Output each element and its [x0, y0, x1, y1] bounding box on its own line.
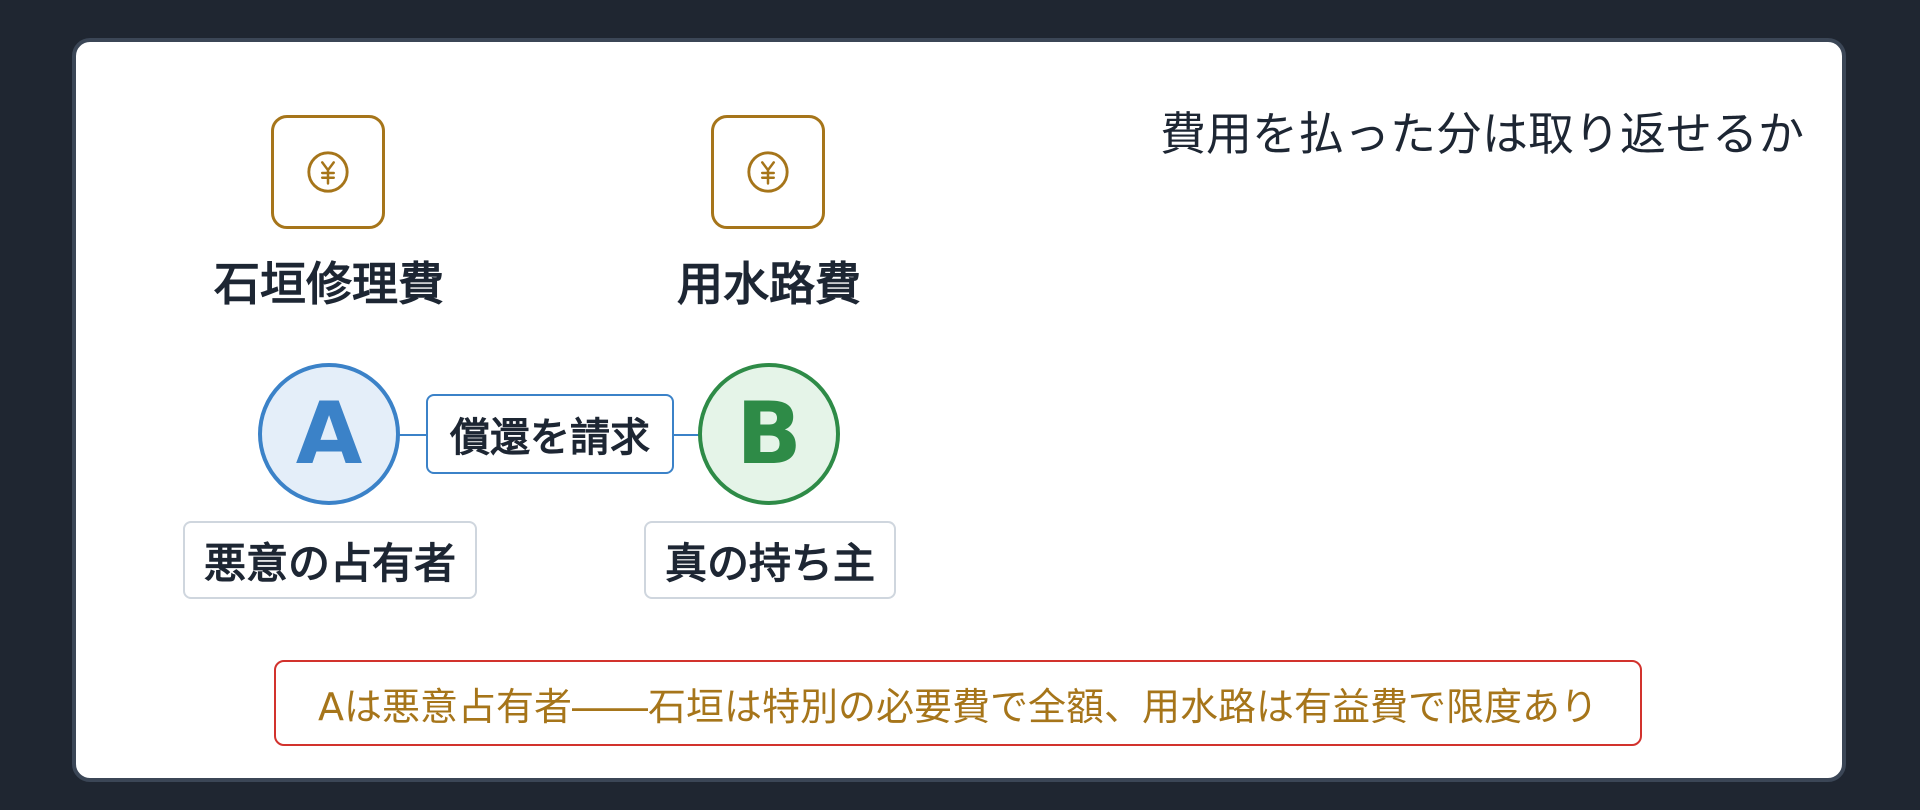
cost-label-stone-wall: 石垣修理費 — [214, 257, 444, 311]
party-a-node: A — [258, 363, 400, 505]
party-b-node: B — [698, 363, 840, 505]
yen-coin-icon — [271, 115, 385, 229]
yen-coin-glyph — [307, 151, 349, 193]
yen-coin-icon — [711, 115, 825, 229]
claim-edge-label: 償還を請求 — [426, 394, 674, 474]
diagram-title: 費用を払った分は取り返せるか — [1160, 107, 1804, 161]
cost-label-waterway: 用水路費 — [677, 257, 861, 311]
party-a-role: 悪意の占有者 — [183, 521, 477, 599]
party-b-role: 真の持ち主 — [644, 521, 896, 599]
yen-coin-glyph — [747, 151, 789, 193]
summary-note: Aは悪意占有者――石垣は特別の必要費で全額、用水路は有益費で限度あり — [274, 660, 1642, 746]
